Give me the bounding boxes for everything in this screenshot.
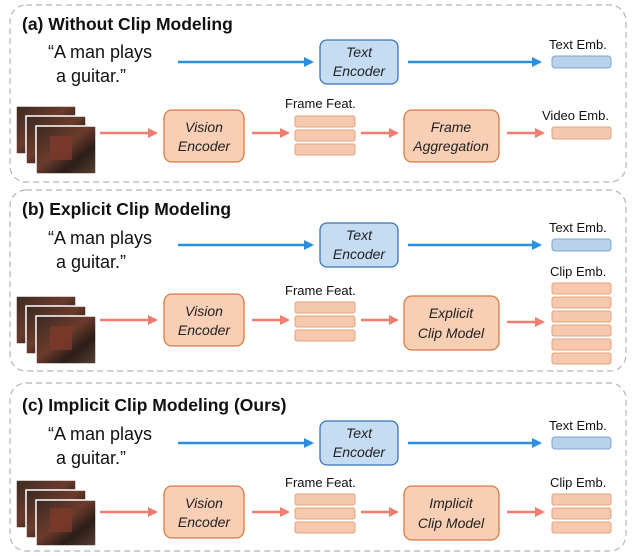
panel-b-frame-feat-label: Frame Feat. bbox=[285, 283, 356, 298]
panel-b-caption-line1: “A man plays bbox=[48, 228, 152, 248]
panel-b-output-bar-2 bbox=[551, 296, 612, 309]
panel-c-vision-encoder-line1: Vision bbox=[185, 495, 223, 511]
panel-b-model: Explicit Clip Model bbox=[403, 295, 500, 351]
panel-b: (b) Explicit Clip Modeling “A man plays … bbox=[9, 189, 627, 372]
panel-c-output-bar-1 bbox=[551, 493, 612, 506]
panel-b-vision-encoder-line1: Vision bbox=[185, 303, 223, 319]
panel-c-text-emb-label: Text Emb. bbox=[549, 418, 607, 433]
panel-c-text-emb-bar bbox=[551, 436, 612, 450]
panel-c-frame-feat-bars bbox=[294, 493, 356, 534]
panel-b-output-bar-4 bbox=[551, 324, 612, 337]
panel-a-model-line1: Frame bbox=[431, 119, 472, 135]
panel-c-vision-encoder: Vision Encoder bbox=[163, 485, 245, 539]
panel-a-caption-line1: “A man plays bbox=[48, 42, 152, 62]
panel-c-text-encoder: Text Encoder bbox=[319, 420, 399, 466]
panel-c-text-encoder-line1: Text bbox=[346, 425, 373, 441]
panel-b-model-line2: Clip Model bbox=[418, 325, 485, 341]
panel-b-output-bar-5 bbox=[551, 338, 612, 351]
panel-b-caption-line2: a guitar.” bbox=[56, 252, 126, 272]
panel-c-model-line1: Implicit bbox=[429, 495, 474, 511]
panel-b-vision-encoder-line2: Encoder bbox=[178, 322, 231, 338]
panel-a-video-frames bbox=[15, 105, 97, 175]
panel-c-output-bars bbox=[551, 493, 612, 534]
panel-b-title: (b) Explicit Clip Modeling bbox=[22, 199, 231, 219]
panel-b-video-frames bbox=[15, 295, 97, 365]
panel-a-output-label: Video Emb. bbox=[542, 108, 609, 123]
panel-b-model-line1: Explicit bbox=[429, 305, 474, 321]
panel-a-model-line2: Aggregation bbox=[412, 138, 489, 154]
panel-b-output-bar-3 bbox=[551, 310, 612, 323]
panel-a-border bbox=[9, 4, 627, 183]
panel-a-text-encoder-line2: Encoder bbox=[333, 63, 386, 79]
panel-a-vision-encoder-line1: Vision bbox=[185, 119, 223, 135]
panel-a-caption-line2: a guitar.” bbox=[56, 66, 126, 86]
panel-c-output-bar-3 bbox=[551, 521, 612, 534]
panel-c-border bbox=[9, 382, 627, 552]
panel-b-output-label: Clip Emb. bbox=[550, 264, 606, 279]
panel-a-output-bar bbox=[551, 126, 612, 140]
panel-b-vision-encoder: Vision Encoder bbox=[163, 293, 245, 347]
panel-a: (a) Without Clip Modeling “A man plays a… bbox=[9, 4, 627, 183]
panel-a-title: (a) Without Clip Modeling bbox=[22, 14, 233, 34]
panel-c-vision-encoder-line2: Encoder bbox=[178, 514, 231, 530]
panel-b-frame-feat-bars bbox=[294, 301, 356, 342]
panel-a-frame-feat-bars bbox=[294, 115, 356, 156]
panel-b-output-bars bbox=[551, 282, 612, 365]
panel-c-output-label: Clip Emb. bbox=[550, 475, 606, 490]
panel-a-text-encoder-line1: Text bbox=[346, 44, 373, 60]
panel-a-text-emb-bar bbox=[551, 55, 612, 69]
panel-b-text-emb-bar bbox=[551, 238, 612, 252]
panel-b-border bbox=[9, 189, 627, 372]
panel-a-text-encoder: Text Encoder bbox=[319, 39, 399, 85]
panel-b-output-bar-6 bbox=[551, 352, 612, 365]
panel-c-caption-line1: “A man plays bbox=[48, 424, 152, 444]
panel-a-model: Frame Aggregation bbox=[403, 109, 500, 163]
panel-c-caption-line2: a guitar.” bbox=[56, 448, 126, 468]
panel-c-text-encoder-line2: Encoder bbox=[333, 444, 386, 460]
panel-b-text-encoder-line2: Encoder bbox=[333, 246, 386, 262]
panel-c-output-bar-2 bbox=[551, 507, 612, 520]
panel-b-text-emb-label: Text Emb. bbox=[549, 220, 607, 235]
panel-b-text-encoder: Text Encoder bbox=[319, 222, 399, 268]
panel-a-frame-feat-label: Frame Feat. bbox=[285, 96, 356, 111]
panel-c-title: (c) Implicit Clip Modeling (Ours) bbox=[22, 395, 286, 415]
panel-c-video-frames bbox=[15, 479, 97, 547]
panel-c: (c) Implicit Clip Modeling (Ours) “A man… bbox=[9, 382, 627, 552]
panel-b-output-bar-1 bbox=[551, 282, 612, 295]
panel-b-text-encoder-line1: Text bbox=[346, 227, 373, 243]
panel-c-frame-feat-label: Frame Feat. bbox=[285, 475, 356, 490]
panel-c-model-line2: Clip Model bbox=[418, 515, 485, 531]
panel-a-text-emb-label: Text Emb. bbox=[549, 37, 607, 52]
panel-a-vision-encoder: Vision Encoder bbox=[163, 109, 245, 163]
panel-a-vision-encoder-line2: Encoder bbox=[178, 138, 231, 154]
panel-c-model: Implicit Clip Model bbox=[403, 485, 500, 541]
